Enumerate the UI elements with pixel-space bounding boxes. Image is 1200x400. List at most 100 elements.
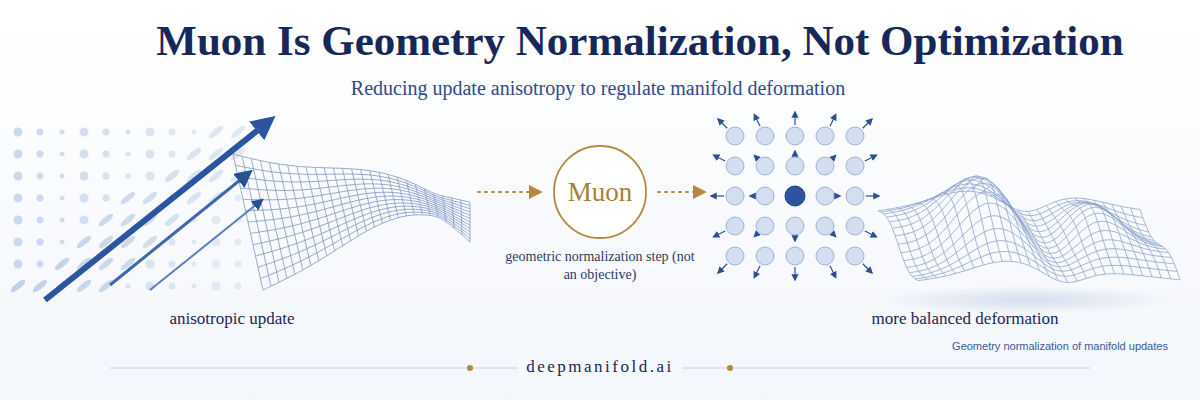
title: Muon Is Geometry Normalization, Not Opti… xyxy=(156,16,1123,65)
mesh-line xyxy=(889,177,1151,237)
stretched-dot xyxy=(163,168,181,184)
radial-arrow xyxy=(714,155,726,161)
radial-arrow xyxy=(830,115,836,127)
radial-arrow xyxy=(863,264,872,273)
grid-dot xyxy=(726,127,744,145)
step-note: geometric normalization step (not an obj… xyxy=(500,248,700,283)
stretched-dot xyxy=(75,234,93,250)
mesh-line xyxy=(261,212,471,279)
mesh-line xyxy=(1075,198,1115,274)
grid-dot xyxy=(785,186,805,206)
radial-arrow xyxy=(794,267,795,280)
grid-dot xyxy=(816,187,834,205)
grid-dot xyxy=(756,247,774,265)
grid-dot xyxy=(816,217,834,235)
radial-arrow xyxy=(865,231,877,237)
dominant-update-arrow xyxy=(45,122,268,300)
panel-label: more balanced deformation xyxy=(872,308,1059,329)
dot xyxy=(146,260,155,269)
stretched-dot xyxy=(185,190,203,206)
grid-dot xyxy=(846,217,864,235)
radial-arrow xyxy=(863,119,872,128)
dot xyxy=(37,129,44,136)
dot xyxy=(235,239,242,246)
dot xyxy=(192,130,197,135)
dot xyxy=(103,195,110,202)
grid-dot xyxy=(816,127,834,145)
dot xyxy=(103,173,110,180)
dot xyxy=(103,129,110,136)
mesh-line xyxy=(907,216,1169,268)
grid-dot xyxy=(786,247,804,265)
dot xyxy=(212,216,221,225)
panel-label: anisotropic update xyxy=(169,308,294,329)
radial-arrow xyxy=(750,195,755,196)
mesh-line xyxy=(887,209,927,279)
stretched-dot xyxy=(207,124,225,140)
dot xyxy=(60,174,65,179)
update-arrow xyxy=(150,200,262,290)
dot xyxy=(37,173,44,180)
radial-arrow xyxy=(718,119,727,128)
mesh-line xyxy=(944,185,984,265)
dot xyxy=(14,150,23,159)
dot xyxy=(126,284,131,289)
grid-dot xyxy=(756,217,774,235)
stretched-dot xyxy=(75,278,93,294)
grid-dot xyxy=(846,187,864,205)
dot xyxy=(146,172,155,181)
dot xyxy=(235,195,242,202)
dot xyxy=(212,260,221,269)
dot xyxy=(60,218,65,223)
mesh-line xyxy=(253,203,470,245)
stretched-dot xyxy=(31,278,49,294)
dot xyxy=(60,240,65,245)
dotted-flow-arrow xyxy=(478,191,540,193)
dot xyxy=(14,260,23,269)
muon-circle: Muon xyxy=(552,144,648,240)
mesh-line xyxy=(881,188,1143,218)
dot xyxy=(37,261,44,268)
circle-border xyxy=(554,146,646,238)
stretched-dot xyxy=(97,212,115,228)
dot xyxy=(146,128,155,137)
dot xyxy=(192,262,197,267)
dot xyxy=(60,152,65,157)
dot xyxy=(60,196,65,201)
dot xyxy=(14,238,23,247)
dot xyxy=(126,130,131,135)
dot xyxy=(37,195,44,202)
grid-dot xyxy=(816,247,834,265)
dot xyxy=(80,128,89,137)
radial-arrow xyxy=(835,195,840,196)
radial-arrow xyxy=(714,231,726,237)
footer-brand: deepmanifold.ai xyxy=(518,356,682,377)
grid-dot xyxy=(786,127,804,145)
radial-arrow xyxy=(794,151,795,156)
mesh-line xyxy=(918,261,1180,282)
dot xyxy=(14,194,23,203)
grid-dot xyxy=(726,157,744,175)
grid-dot xyxy=(786,217,804,235)
isotropic-dot-grid xyxy=(711,112,879,280)
dot xyxy=(80,172,89,181)
grid-dot xyxy=(726,217,744,235)
footer-dot xyxy=(727,365,733,371)
grid-dot xyxy=(816,157,834,175)
radial-arrow xyxy=(832,233,836,237)
dot xyxy=(235,283,242,290)
dot xyxy=(192,284,197,289)
dot xyxy=(235,261,242,268)
dot xyxy=(14,128,23,137)
radial-arrow xyxy=(865,155,877,161)
mesh-line xyxy=(241,184,471,212)
mesh-line xyxy=(878,211,918,281)
dot xyxy=(80,194,89,203)
dot xyxy=(60,130,65,135)
radial-arrow xyxy=(754,115,760,127)
stretched-dot xyxy=(97,278,115,294)
dot xyxy=(192,240,197,245)
dot xyxy=(37,239,44,246)
dot xyxy=(212,282,221,291)
